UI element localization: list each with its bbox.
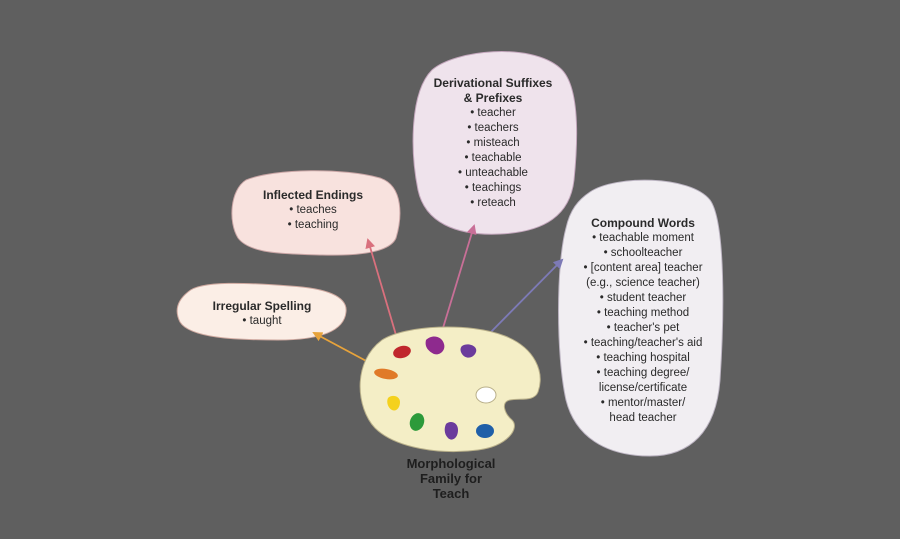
irregular-item: • taught [242, 315, 282, 327]
compound-item: • teaching hospital [596, 352, 690, 364]
derivational-item: • teacher [470, 107, 516, 119]
palette-board [359, 326, 541, 453]
paint-purple-blob [425, 336, 445, 355]
compound-item: • teacher's pet [606, 322, 680, 334]
center-title-line: Morphological [406, 456, 496, 471]
compound-item: • teaching degree/ [596, 367, 690, 379]
arrow-to-derivational [442, 224, 477, 329]
compound-words-title: Compound Words [591, 216, 695, 230]
compound-item: • mentor/master/ [600, 397, 686, 409]
center-title: Morphological Family for Teach [380, 456, 522, 501]
inflected-item: • teaching [287, 219, 339, 231]
irregular-spelling-title: Irregular Spelling [212, 299, 312, 313]
derivational-item: • teachings [464, 182, 522, 194]
paint-orange-blob [374, 368, 398, 380]
center-title-line: Family for [419, 471, 483, 486]
compound-item: • teaching method [596, 307, 690, 319]
palette-thumb-hole [475, 386, 497, 404]
compound-item: head teacher [609, 412, 677, 424]
bubble-compound-words [558, 179, 724, 457]
paint-palette-icon [359, 326, 541, 453]
derivational-title-line: Derivational Suffixes [433, 76, 553, 90]
derivational-title-line: & Prefixes [463, 91, 523, 105]
derivational-item: • teachable [464, 152, 522, 164]
paint-violet-blob-2 [444, 422, 458, 440]
paint-yellow-blob [387, 395, 400, 411]
inflected-item: • teaches [289, 204, 337, 216]
derivational-text: Derivational Suffixes & Prefixes • teach… [423, 76, 563, 211]
compound-words-text: Compound Words • teachable moment • scho… [568, 216, 718, 426]
compound-item: • [content area] teacher [583, 262, 703, 274]
inflected-endings-text: Inflected Endings • teaches • teaching [250, 188, 376, 233]
arrow-to-compound [484, 258, 564, 339]
derivational-item: • reteach [470, 197, 516, 209]
derivational-item: • unteachable [458, 167, 528, 179]
arrow-to-irregular [312, 332, 371, 364]
arrow-to-inflected [365, 238, 397, 336]
derivational-item: • teachers [467, 122, 519, 134]
paint-red-blob [393, 345, 411, 359]
compound-item: license/certificate [598, 382, 688, 394]
irregular-spelling-text: Irregular Spelling • taught [196, 299, 328, 329]
derivational-item: • misteach [466, 137, 520, 149]
paint-blue-blob [476, 424, 494, 438]
compound-item: • teachable moment [592, 232, 694, 244]
bubble-inflected-endings [231, 170, 401, 256]
bubble-irregular-spelling [176, 282, 347, 341]
compound-item: • teaching/teacher's aid [583, 337, 703, 349]
inflected-endings-title: Inflected Endings [262, 188, 363, 202]
paint-violet-blob [460, 344, 477, 358]
compound-item: (e.g., science teacher) [586, 277, 700, 289]
compound-item: • schoolteacher [603, 247, 683, 259]
center-title-line: Teach [432, 486, 470, 501]
paint-green-blob [409, 413, 425, 431]
compound-item: • student teacher [599, 292, 687, 304]
bubble-derivational [412, 51, 578, 235]
